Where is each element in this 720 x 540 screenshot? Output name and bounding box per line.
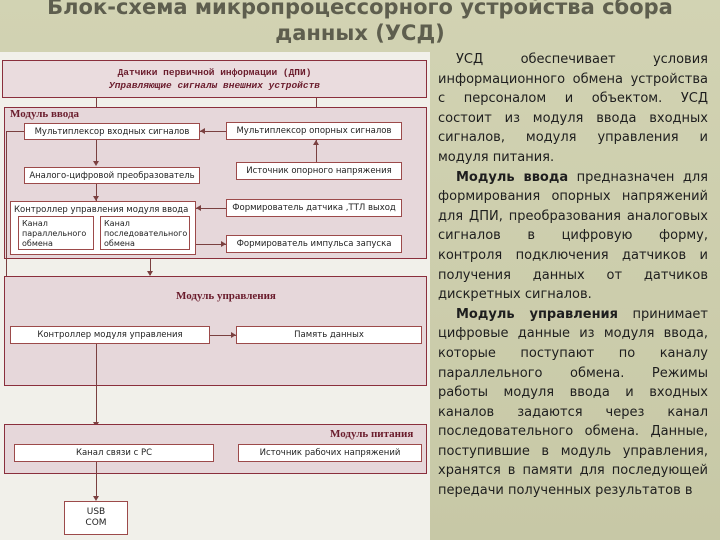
connector-line (196, 244, 226, 245)
parallel-channel-box: Канал параллельного обмена (18, 216, 94, 250)
power-module-title: Модуль питания (330, 428, 414, 440)
usb-com-box: USB COM (64, 501, 128, 535)
control-module-title: Модуль управления (176, 290, 276, 302)
arrow-up (313, 140, 319, 145)
connector-line (96, 184, 97, 201)
connector-line (196, 208, 226, 209)
com-label: COM (85, 518, 107, 528)
paragraph-overview: УСД обеспечивает условия информационного… (438, 52, 708, 165)
connector-line (96, 140, 97, 162)
description-text: УСД обеспечивает условия информационного… (438, 50, 708, 501)
arrow-right (221, 241, 226, 247)
usb-label: USB (86, 507, 106, 517)
input-module-term: Модуль ввода (456, 169, 569, 185)
title-line-1: Блок-схема микропроцессорного устройства… (47, 0, 673, 19)
data-memory-box: Память данных (236, 326, 422, 344)
connector-line (96, 462, 97, 498)
sensors-header-box: Датчики первичной информации (ДПИ) Управ… (2, 60, 427, 98)
control-controller-box: Контроллер модуля управления (10, 326, 210, 344)
sensors-header-line-2: Управляющие сигналы внешних устройств (109, 80, 320, 91)
arrow-down (93, 496, 99, 501)
pc-link-box: Канал связи с PC (14, 444, 214, 462)
connector-line (6, 131, 24, 132)
sensor-former-box: Формирователь датчика ,ТТЛ выход (226, 199, 402, 217)
title-line-2: данных (УСД) (275, 21, 445, 45)
reference-voltage-source-box: Источник опорного напряжения (236, 162, 402, 180)
connector-line (6, 131, 7, 353)
connector-line (200, 131, 226, 132)
input-multiplexer-box: Мультиплексор входных сигналов (24, 123, 200, 140)
block-diagram: Датчики первичной информации (ДПИ) Управ… (0, 52, 430, 540)
arrow-left (196, 205, 201, 211)
power-source-box: Источник рабочих напряжений (238, 444, 422, 462)
serial-channel-box: Канал последовательного обмена (100, 216, 190, 250)
connector-line (96, 344, 97, 426)
control-module-description: принимает цифровые данные из модуля ввод… (438, 306, 708, 499)
input-controller-label: Контроллер управления модуля ввода (14, 205, 189, 215)
arrow-down (93, 161, 99, 166)
slide-title: Блок-схема микропроцессорного устройства… (0, 0, 720, 46)
input-module-description: предназначен для формирования опорных на… (438, 169, 708, 303)
arrow-right (231, 332, 236, 338)
reference-multiplexer-box: Мультиплексор опорных сигналов (226, 122, 402, 140)
adc-box: Аналого-цифровой преобразователь (24, 167, 200, 184)
arrow-down (147, 271, 153, 276)
connector-line (150, 259, 151, 275)
arrow-down (93, 196, 99, 201)
control-module-term: Модуль управления (456, 306, 619, 322)
sensors-header-line-1: Датчики первичной информации (ДПИ) (117, 67, 312, 78)
connector-line (316, 140, 317, 162)
connector-line (210, 335, 236, 336)
input-module-title: Модуль ввода (10, 108, 80, 120)
paragraph-input-module: Модуль ввода предназначен для формирован… (438, 168, 708, 305)
arrow-left (200, 128, 205, 134)
paragraph-control-module: Модуль управления принимает цифровые дан… (438, 305, 708, 501)
pulse-former-box: Формирователь импульса запуска (226, 235, 402, 253)
